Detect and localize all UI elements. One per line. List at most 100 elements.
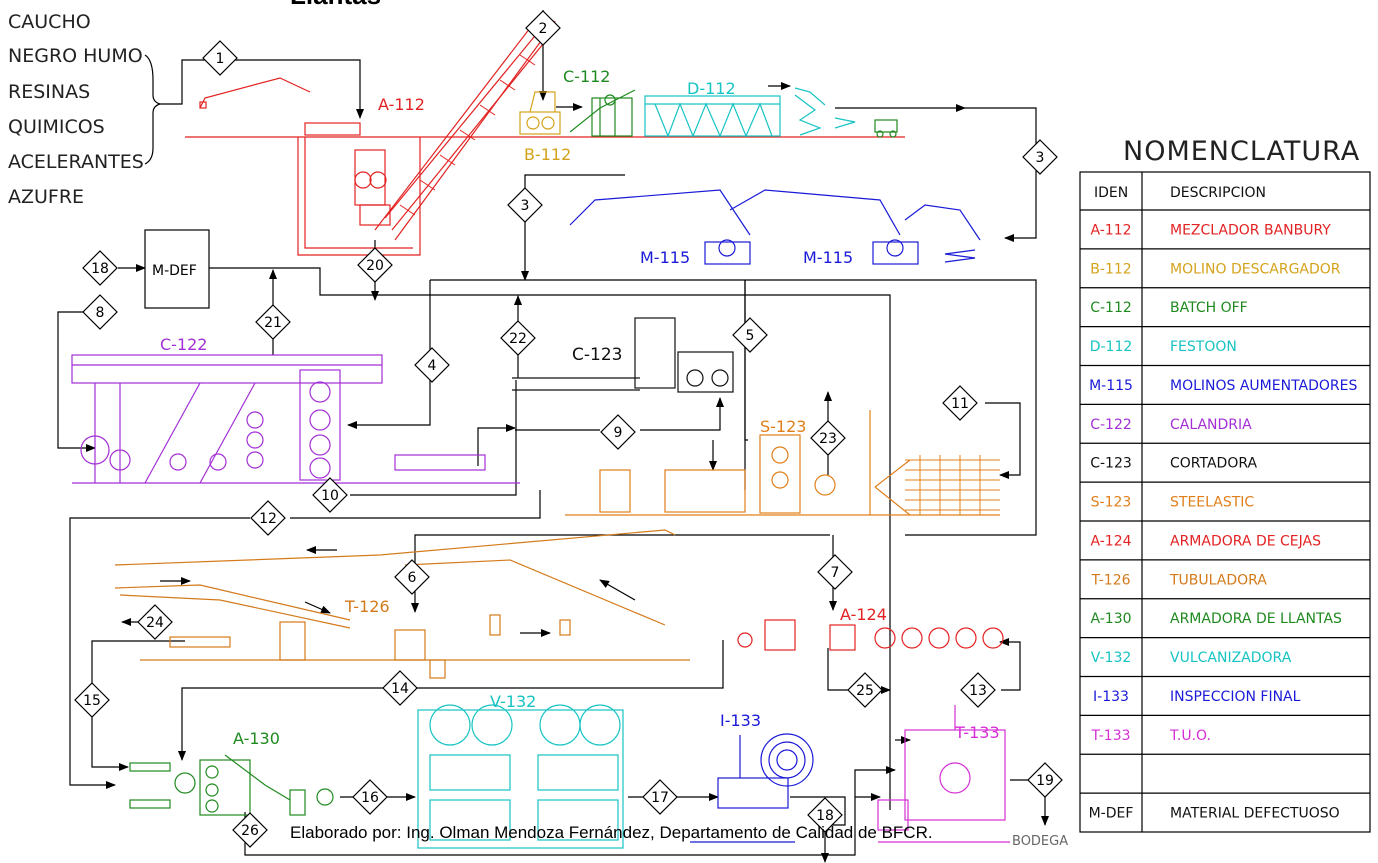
machine-label-c122: C-122 (160, 335, 207, 354)
step-number: 5 (746, 328, 755, 344)
raw-material: CAUCHO (8, 11, 91, 33)
step-diamond: 25 (848, 673, 882, 707)
machine-label-a124: A-124 (840, 605, 887, 624)
step-diamond: 24 (138, 605, 172, 639)
machine-label-m115-1: M-115 (640, 248, 690, 267)
step-diamond: 19 (1028, 763, 1062, 797)
raw-material: AZUFRE (8, 186, 84, 208)
step-number: 21 (264, 315, 282, 331)
materials-brace (145, 55, 160, 164)
machine-label-a130: A-130 (233, 729, 280, 748)
step-diamond: 3 (1023, 140, 1057, 174)
legend-row-iden: D-112 (1090, 339, 1133, 355)
step-number: 18 (816, 808, 834, 824)
legend-row-iden: T-126 (1090, 572, 1130, 588)
legend-row-iden: M-115 (1089, 378, 1133, 394)
step-diamond: 26 (233, 813, 267, 847)
step-number: 2 (539, 21, 548, 37)
step-number: 12 (259, 511, 277, 527)
step-number: 8 (96, 305, 105, 321)
credit-text: Elaborado por: Ing. Olman Mendoza Fernán… (290, 823, 933, 842)
machine-label-c112: C-112 (563, 67, 610, 86)
step-diamond: 5 (733, 318, 767, 352)
legend-row-iden: A-130 (1090, 611, 1131, 627)
machine-c123-drawing (512, 318, 733, 392)
machine-label-b112: B-112 (524, 145, 571, 164)
step-diamond: 13 (961, 673, 995, 707)
legend-row-descripcion: BATCH OFF (1170, 300, 1248, 316)
step-diamond: 21 (256, 305, 290, 339)
step-diamond: 15 (75, 683, 109, 717)
legend-row-descripcion: ARMADORA DE LLANTAS (1170, 611, 1342, 627)
legend-row-iden: T-133 (1090, 728, 1130, 744)
step-number: 17 (651, 790, 669, 806)
legend-row-iden: A-124 (1090, 533, 1131, 549)
step-number: 10 (321, 488, 339, 504)
machine-a124-drawing (738, 620, 1003, 650)
step-number: 1 (216, 51, 225, 67)
step-diamond: 16 (353, 780, 387, 814)
machine-label-t126: T-126 (344, 597, 390, 616)
machine-label-s123: S-123 (760, 417, 806, 436)
bodega-label: BODEGA (1012, 834, 1068, 849)
step-number: 4 (428, 358, 437, 374)
machine-a130-drawing (130, 755, 333, 815)
raw-materials: CAUCHO NEGRO HUMO RESINAS QUIMICOS ACELE… (8, 11, 144, 208)
step-number: 24 (146, 615, 164, 631)
raw-material: NEGRO HUMO (8, 45, 143, 67)
legend-row-iden: I-133 (1093, 689, 1129, 705)
legend-row-iden: M-DEF (1089, 806, 1134, 822)
step-diamond: 22 (501, 321, 535, 355)
legend-col-iden: IDEN (1094, 185, 1128, 201)
legend-row-descripcion: VULCANIZADORA (1170, 650, 1292, 666)
step-diamond: 6 (395, 560, 429, 594)
machine-label-c123: C-123 (572, 345, 622, 365)
legend: NOMENCLATURA IDEN DESCRIPCION A-112MEZCL… (1080, 136, 1370, 832)
legend-row-descripcion: FESTOON (1170, 339, 1237, 355)
step-number: 14 (391, 681, 409, 697)
step-number: 11 (951, 396, 969, 412)
step-number: 3 (1036, 150, 1045, 166)
step-number: 13 (969, 683, 987, 699)
machine-m115-drawing (570, 190, 980, 264)
step-diamond: 3 (508, 188, 542, 222)
legend-row-descripcion: MEZCLADOR BANBURY (1170, 222, 1331, 238)
step-number: 15 (83, 693, 101, 709)
step-diamond: 23 (811, 421, 845, 455)
machine-d112-drawing (645, 88, 855, 136)
step-diamond: 4 (415, 348, 449, 382)
machine-label-m115-2: M-115 (803, 248, 853, 267)
step-diamond: 11 (943, 386, 977, 420)
step-number: 18 (91, 261, 109, 277)
step-number: 26 (241, 823, 259, 839)
step-number: 16 (361, 790, 379, 806)
legend-row-iden: A-112 (1090, 222, 1131, 238)
step-number: 22 (509, 331, 527, 347)
legend-row-descripcion: T.U.O. (1169, 728, 1211, 744)
step-number: 9 (614, 425, 623, 441)
machine-label-d112: D-112 (687, 79, 736, 98)
step-diamond: 18 (83, 251, 117, 285)
legend-row-iden: C-123 (1090, 456, 1132, 472)
legend-col-descripcion: DESCRIPCION (1170, 185, 1266, 201)
machine-t126-drawing (115, 530, 690, 678)
legend-row-descripcion: CALANDRIA (1170, 417, 1252, 433)
raw-material: RESINAS (8, 81, 90, 103)
machine-c112-drawing (570, 90, 635, 136)
machine-label-i133: I-133 (720, 711, 761, 730)
step-number: 6 (408, 570, 417, 586)
legend-row-descripcion: MOLINO DESCARGADOR (1170, 261, 1341, 277)
legend-row-iden: C-122 (1090, 417, 1132, 433)
legend-row-iden: V-132 (1091, 650, 1132, 666)
legend-row-descripcion: MOLINOS AUMENTADORES (1170, 378, 1357, 394)
step-diamond: 7 (818, 555, 852, 589)
legend-row-iden: S-123 (1091, 495, 1132, 511)
step-number: 3 (521, 198, 530, 214)
step-number: 19 (1036, 773, 1054, 789)
legend-row-descripcion: STEELASTIC (1170, 495, 1254, 511)
legend-row-iden: C-112 (1090, 300, 1132, 316)
raw-material: QUIMICOS (8, 116, 105, 138)
legend-row-descripcion: CORTADORA (1170, 456, 1258, 472)
legend-row-iden: B-112 (1090, 261, 1131, 277)
